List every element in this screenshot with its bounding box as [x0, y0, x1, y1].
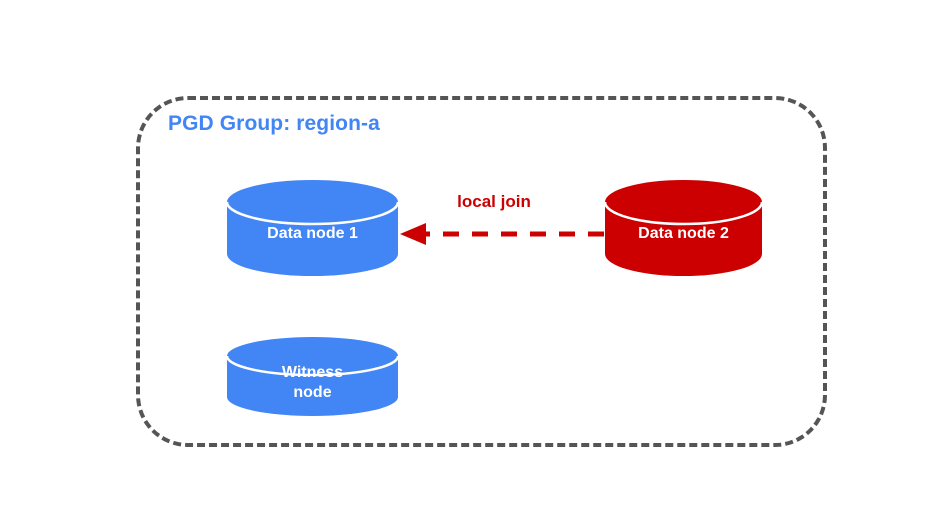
witness-node[interactable]: Witness node	[225, 337, 400, 416]
pgd-group-container	[136, 96, 827, 447]
data-node-2[interactable]: Data node 2	[603, 180, 764, 276]
pgd-group-title: PGD Group: region-a	[168, 112, 380, 135]
local-join-label: local join	[457, 192, 531, 211]
data-node-1[interactable]: Data node 1	[225, 180, 400, 276]
